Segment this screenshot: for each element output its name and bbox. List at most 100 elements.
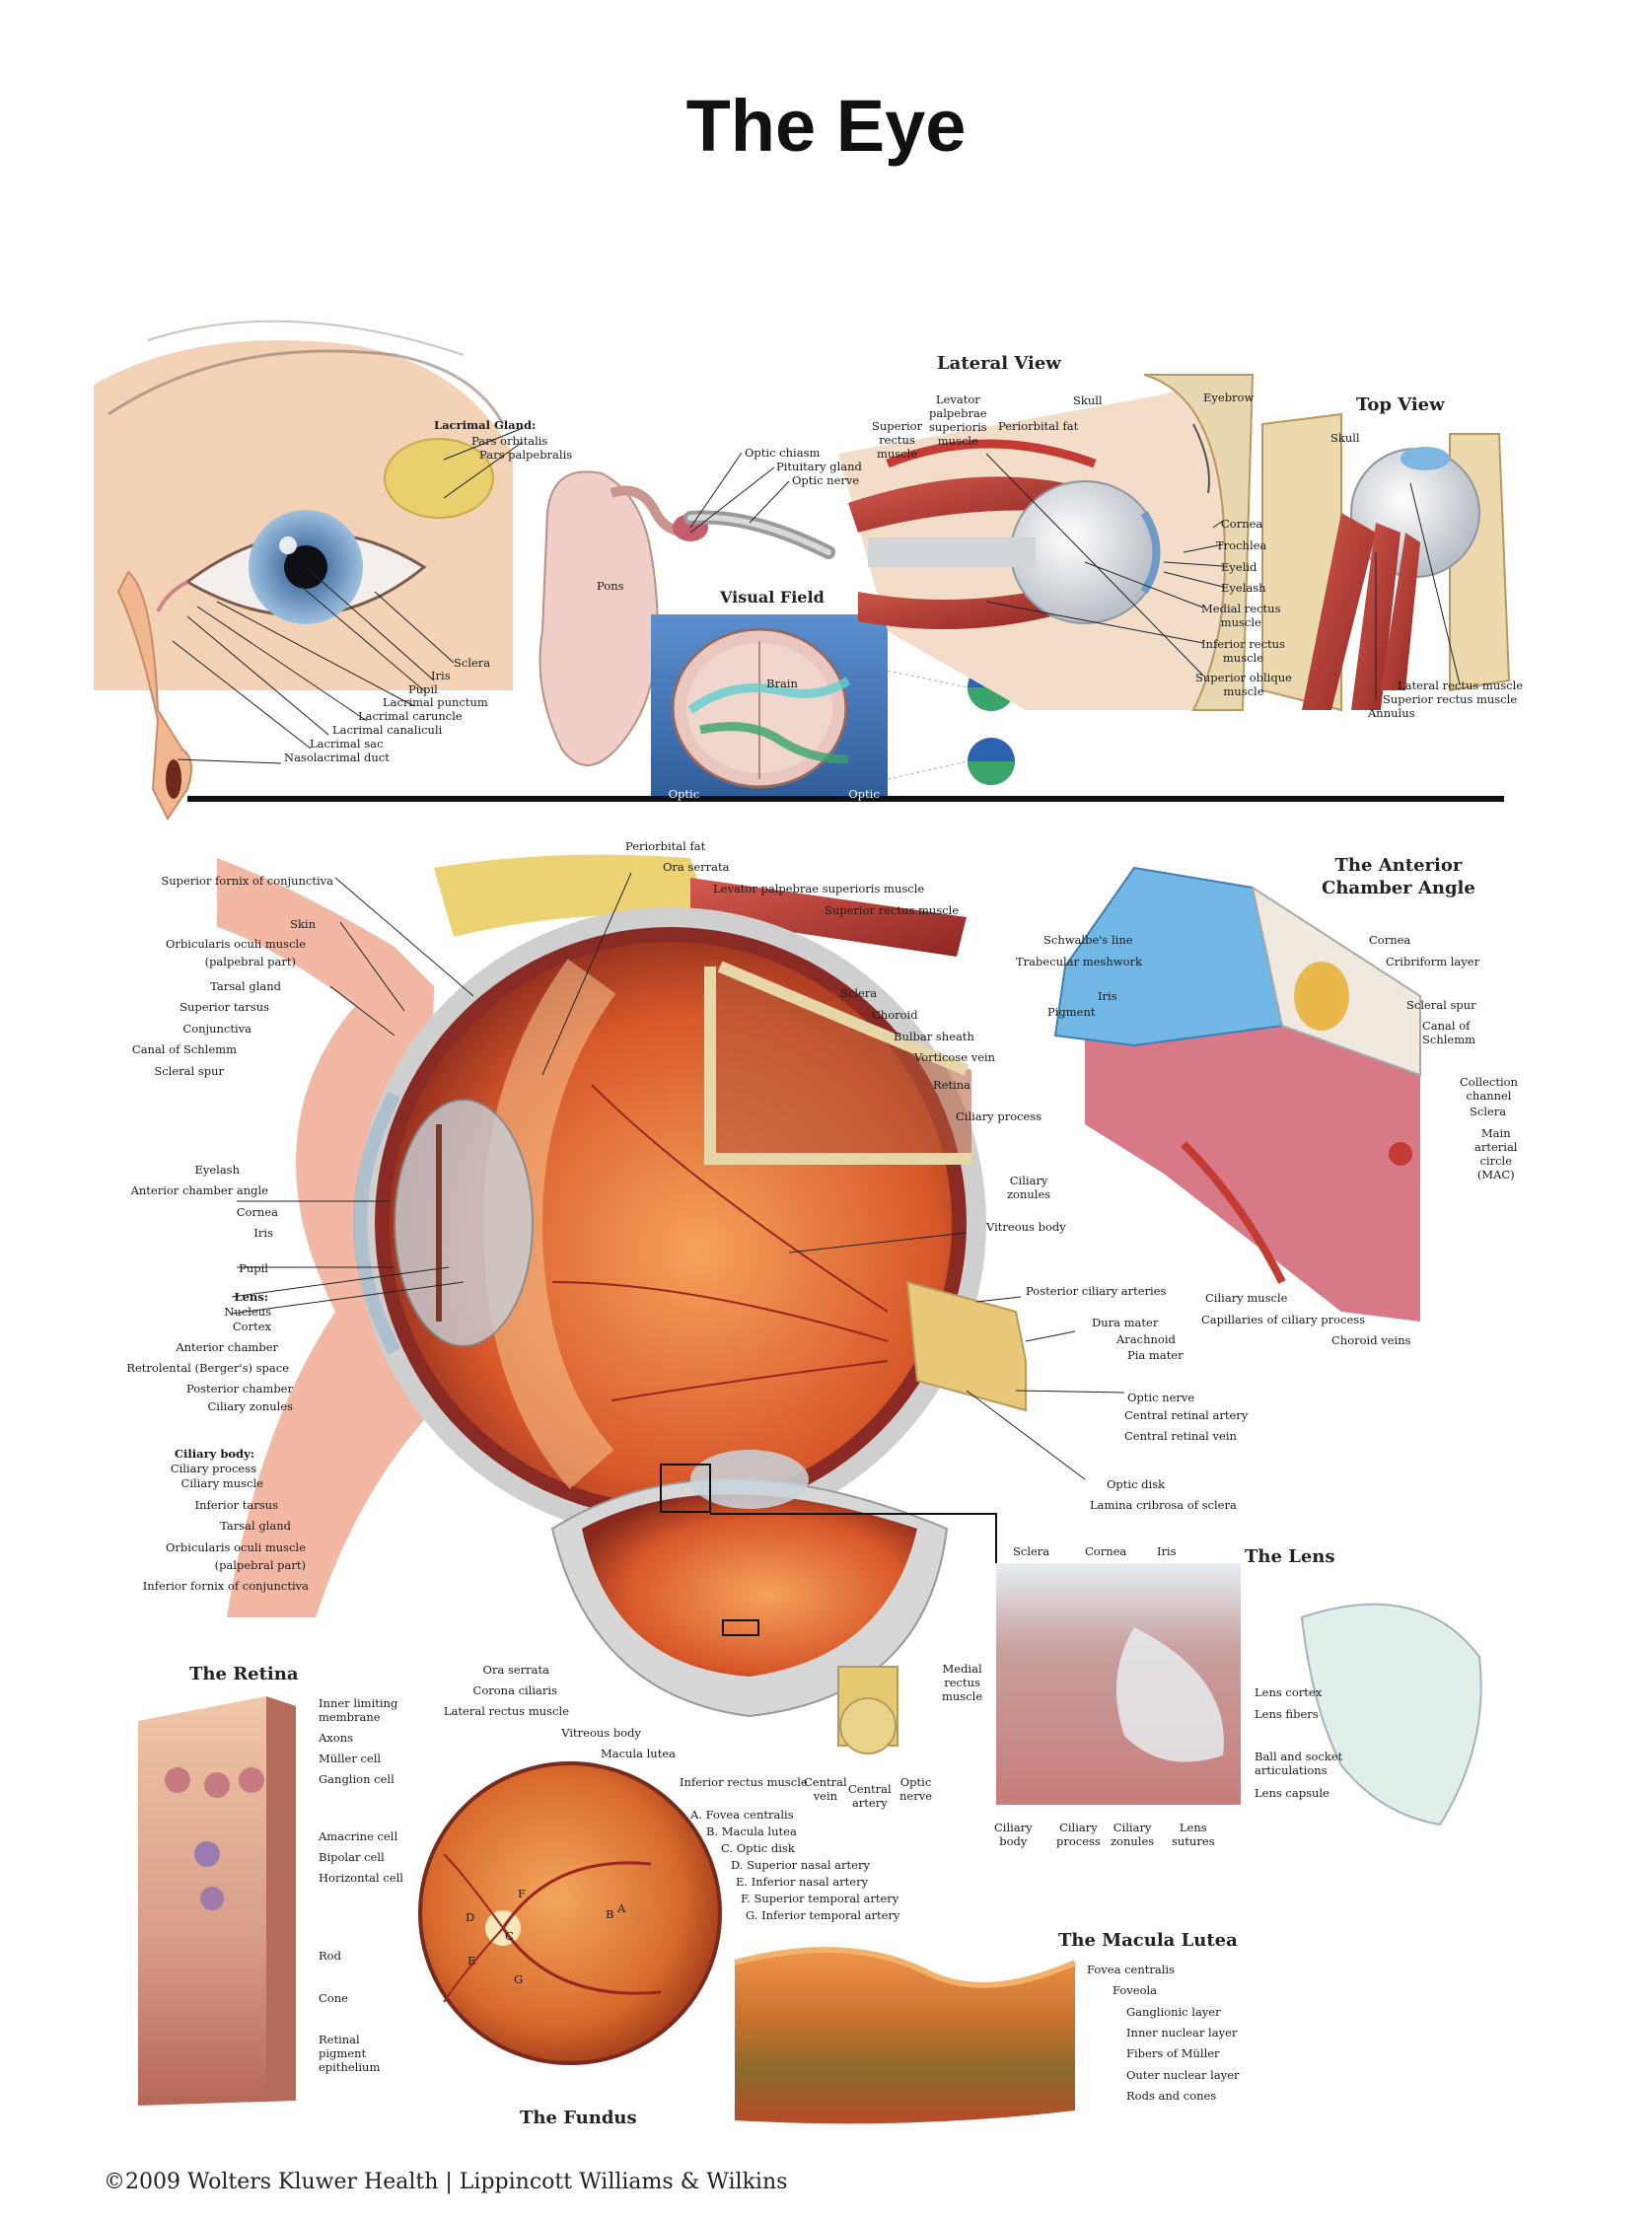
label-sclera-section: Sclera bbox=[840, 986, 878, 1000]
label-horizontal-cell: Horizontal cell bbox=[319, 1871, 403, 1885]
label-ora-serrata-section: Ora serrata bbox=[663, 860, 730, 874]
label-cornea-lens: Cornea bbox=[1085, 1544, 1127, 1558]
label-lens-sutures: Lens sutures bbox=[1172, 1821, 1215, 1848]
label-superior-rectus-lateral: Superior rectus muscle bbox=[872, 419, 923, 461]
label-ciliary-process-lens: Ciliary process bbox=[1056, 1821, 1101, 1848]
label-posterior-ciliary-arteries: Posterior ciliary arteries bbox=[1026, 1284, 1167, 1298]
label-ball-socket: Ball and socket articulations bbox=[1255, 1750, 1343, 1777]
lens-connector-line bbox=[710, 1513, 997, 1563]
label-skull-lateral: Skull bbox=[1073, 394, 1103, 407]
label-retrolental-space: Retrolental (Berger's) space bbox=[126, 1361, 289, 1375]
label-medial-rectus-lateral: Medial rectus muscle bbox=[1201, 602, 1281, 629]
label-foveola: Foveola bbox=[1113, 1983, 1158, 1997]
label-outer-nuclear-layer: Outer nuclear layer bbox=[1126, 2068, 1240, 2082]
label-lens-capsule: Lens capsule bbox=[1255, 1786, 1329, 1800]
label-optic-nerve-lower: Optic nerve bbox=[899, 1775, 933, 1803]
label-inner-nuclear-layer: Inner nuclear layer bbox=[1126, 2026, 1238, 2039]
label-orbicularis-inferior: Orbicularis oculi muscle bbox=[166, 1540, 306, 1554]
label-central-retinal-artery: Central retinal artery bbox=[1124, 1408, 1249, 1422]
label-optic-nerve-section: Optic nerve bbox=[1127, 1391, 1195, 1404]
label-skull-top: Skull bbox=[1330, 431, 1360, 445]
label-lacrimal-canaliculi: Lacrimal canaliculi bbox=[332, 723, 443, 737]
label-palpebral-part-inferior: (palpebral part) bbox=[214, 1558, 306, 1572]
marker-fundus-d: D bbox=[466, 1910, 475, 1924]
label-vitreous-body-section: Vitreous body bbox=[986, 1220, 1066, 1234]
label-ora-serrata-lower: Ora serrata bbox=[482, 1663, 549, 1677]
label-tarsal-gland-superior: Tarsal gland bbox=[210, 979, 281, 993]
visual-field-title: Visual Field bbox=[720, 588, 825, 607]
label-superior-fornix: Superior fornix of conjunctiva bbox=[161, 874, 333, 888]
label-pars-palpebralis: Pars palpebralis bbox=[479, 448, 573, 462]
label-superior-oblique: Superior oblique muscle bbox=[1195, 671, 1292, 698]
label-iris-section: Iris bbox=[253, 1226, 273, 1240]
label-fundus-d: D. Superior nasal artery bbox=[731, 1858, 870, 1872]
label-lacrimal-sac: Lacrimal sac bbox=[310, 737, 384, 751]
zoom-box-lens bbox=[660, 1464, 711, 1513]
label-fundus-b: B. Macula lutea bbox=[706, 1824, 797, 1838]
label-optic-disk-section: Optic disk bbox=[1107, 1477, 1166, 1491]
label-anterior-chamber-angle: Anterior chamber angle bbox=[130, 1183, 268, 1197]
leader-lines bbox=[172, 427, 1461, 1480]
label-muller-cell: Müller cell bbox=[319, 1752, 382, 1765]
label-optic-chiasm: Optic chiasm bbox=[745, 446, 821, 460]
label-lens-nucleus: Nucleus bbox=[224, 1305, 271, 1319]
label-lateral-rectus-top: Lateral rectus muscle bbox=[1398, 679, 1524, 692]
marker-fundus-g: G bbox=[514, 1972, 524, 1986]
label-pons: Pons bbox=[597, 579, 624, 593]
label-levator-section: Levator palpebrae superioris muscle bbox=[713, 882, 925, 895]
label-central-vein: Central vein bbox=[804, 1775, 847, 1803]
fundus-title: The Fundus bbox=[520, 2108, 637, 2128]
marker-fundus-e: E bbox=[467, 1954, 476, 1968]
label-retinal-pigment-epithelium: Retinal pigment epithelium bbox=[319, 2033, 381, 2074]
label-lens-fibers: Lens fibers bbox=[1255, 1707, 1319, 1721]
label-levator-lateral: Levator palpebrae superioris muscle bbox=[929, 393, 987, 448]
label-cone: Cone bbox=[319, 1991, 348, 2005]
label-trabecular-meshwork: Trabecular meshwork bbox=[1016, 955, 1142, 968]
label-choroid-veins: Choroid veins bbox=[1331, 1333, 1411, 1347]
label-lens-cortex: Cortex bbox=[232, 1320, 271, 1333]
marker-fundus-a: A bbox=[617, 1901, 626, 1915]
label-axons: Axons bbox=[319, 1731, 354, 1745]
label-pupil-section: Pupil bbox=[239, 1261, 268, 1275]
macula-title: The Macula Lutea bbox=[1058, 1930, 1238, 1951]
label-ciliary-zonules-section: Ciliary zonules bbox=[207, 1399, 293, 1413]
label-skin: Skin bbox=[290, 917, 316, 931]
label-periorbital-fat-lateral: Periorbital fat bbox=[998, 419, 1079, 433]
label-tarsal-gland-inferior: Tarsal gland bbox=[220, 1519, 291, 1533]
label-eyelash-section: Eyelash bbox=[194, 1163, 240, 1177]
label-lens-cortex: Lens cortex bbox=[1255, 1685, 1323, 1699]
label-iris-anterior: Iris bbox=[1098, 989, 1117, 1003]
top-view-title: Top View bbox=[1356, 394, 1445, 415]
label-arachnoid: Arachnoid bbox=[1116, 1332, 1176, 1346]
label-fundus-f: F. Superior temporal artery bbox=[741, 1892, 899, 1905]
label-posterior-chamber: Posterior chamber bbox=[185, 1382, 293, 1395]
label-ciliary-body-lens: Ciliary body bbox=[994, 1821, 1033, 1848]
label-palpebral-part-superior: (palpebral part) bbox=[204, 955, 296, 968]
label-capillaries-ciliary: Capillaries of ciliary process bbox=[1201, 1313, 1366, 1326]
label-sclera-anterior: Sclera bbox=[1470, 1105, 1507, 1118]
label-ciliary-process-anterior: Ciliary process bbox=[956, 1109, 1042, 1123]
label-sclera-ext: Sclera bbox=[454, 656, 491, 670]
label-annulus: Annulus bbox=[1368, 706, 1415, 720]
label-vorticose-vein: Vorticose vein bbox=[914, 1050, 996, 1064]
label-rods-and-cones: Rods and cones bbox=[1126, 2089, 1217, 2103]
label-lacrimal-punctum: Lacrimal punctum bbox=[383, 695, 488, 709]
marker-fundus-f: F bbox=[518, 1887, 526, 1900]
label-inferior-tarsus: Inferior tarsus bbox=[194, 1498, 278, 1512]
label-inferior-rectus-lower: Inferior rectus muscle bbox=[680, 1775, 808, 1789]
label-pars-orbitalis: Pars orbitalis bbox=[471, 434, 548, 448]
label-canal-of-schlemm: Canal of Schlemm bbox=[131, 1042, 237, 1056]
label-eyelid: Eyelid bbox=[1221, 560, 1257, 574]
zoom-box-macula bbox=[722, 1619, 759, 1636]
lens-title: The Lens bbox=[1245, 1546, 1335, 1567]
label-sclera-lens: Sclera bbox=[1013, 1544, 1050, 1558]
label-ganglion-cell: Ganglion cell bbox=[319, 1772, 395, 1786]
label-superior-rectus-section: Superior rectus muscle bbox=[825, 903, 960, 917]
label-fundus-e: E. Inferior nasal artery bbox=[736, 1875, 869, 1889]
label-macula-lutea-lower: Macula lutea bbox=[600, 1747, 676, 1760]
label-orbicularis-superior: Orbicularis oculi muscle bbox=[166, 937, 306, 951]
label-cornea-anterior: Cornea bbox=[1369, 933, 1411, 947]
label-rod: Rod bbox=[319, 1949, 341, 1963]
label-fundus-c: C. Optic disk bbox=[721, 1841, 795, 1855]
